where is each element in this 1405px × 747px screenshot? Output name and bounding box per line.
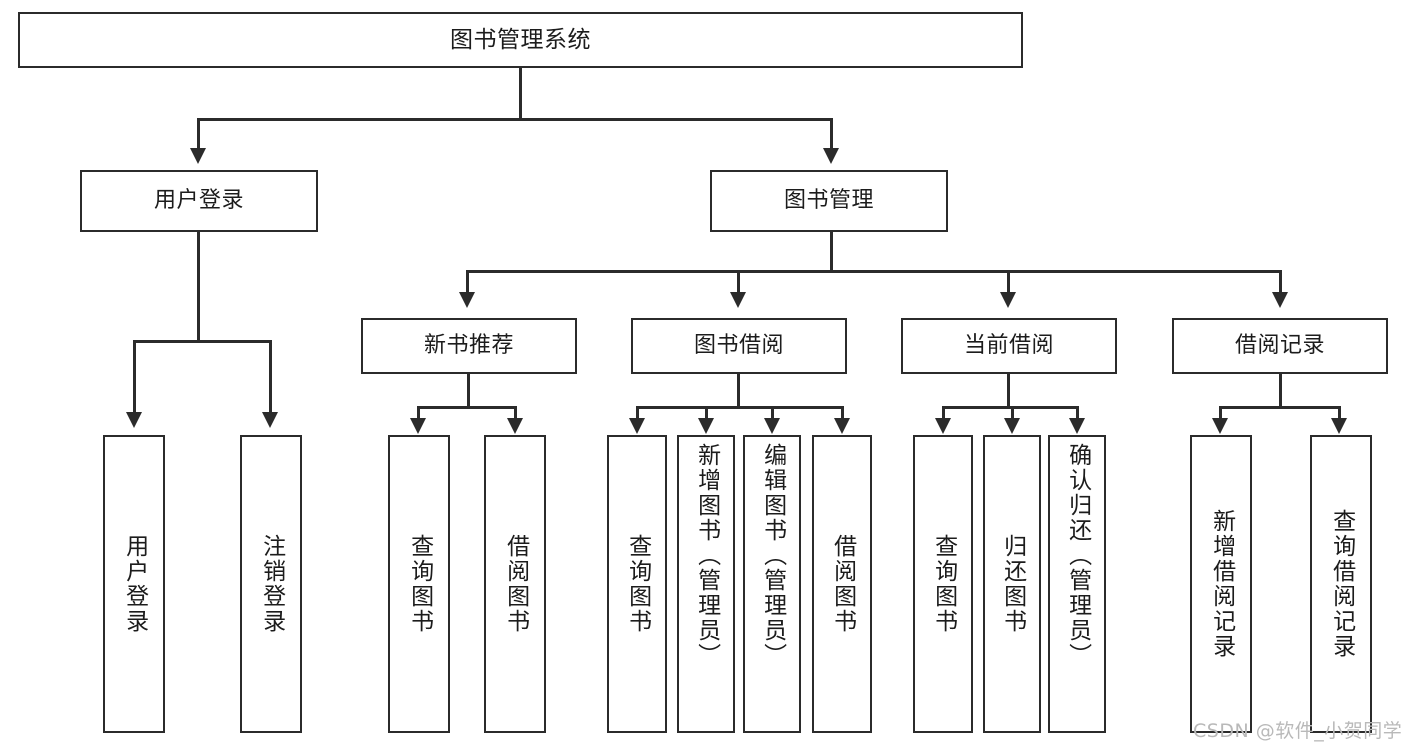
connector-bb-3 bbox=[771, 406, 774, 418]
leaf-borrow-query-book[interactable]: 查询图书 bbox=[607, 435, 667, 733]
connector-borrow-record-stem bbox=[1279, 374, 1282, 408]
leaf-record-add-record[interactable]: 新增借阅记录 bbox=[1190, 435, 1252, 733]
connector-cb-2 bbox=[1011, 406, 1014, 418]
connector-root-stem bbox=[519, 68, 522, 120]
node-label: 用户登录 bbox=[153, 188, 244, 214]
node-book-borrow[interactable]: 图书借阅 bbox=[631, 318, 847, 374]
node-label: 图书管理 bbox=[783, 188, 874, 214]
arrow-to-book-borrow bbox=[730, 292, 746, 308]
node-user-login[interactable]: 用户登录 bbox=[80, 170, 318, 232]
leaf-label: 查询借阅记录 bbox=[1328, 509, 1355, 659]
leaf-newbook-query-book[interactable]: 查询图书 bbox=[388, 435, 450, 733]
connector-current-borrow-bar bbox=[942, 406, 1078, 409]
connector-book-mgmt-stem bbox=[830, 232, 833, 272]
connector-cb-1 bbox=[942, 406, 945, 418]
node-borrow-record[interactable]: 借阅记录 bbox=[1172, 318, 1388, 374]
node-label: 当前借阅 bbox=[963, 333, 1054, 359]
node-new-book-recommend[interactable]: 新书推荐 bbox=[361, 318, 577, 374]
watermark-text: CSDN @软件_小贺同学 bbox=[1193, 720, 1403, 742]
node-label: 新书推荐 bbox=[423, 333, 514, 359]
connector-borrow-record-bar bbox=[1219, 406, 1341, 409]
connector-to-borrow-record bbox=[1279, 270, 1282, 292]
arrow-cb-return-book bbox=[1004, 418, 1020, 434]
connector-bb-1 bbox=[636, 406, 639, 418]
arrow-root-to-book-mgmt bbox=[823, 148, 839, 164]
arrow-bb-borrow-book bbox=[834, 418, 850, 434]
connector-root-to-user-login bbox=[197, 118, 200, 148]
arrow-to-logout-leaf bbox=[262, 412, 278, 428]
connector-book-borrow-bar bbox=[636, 406, 844, 409]
leaf-current-confirm-return[interactable]: 确认归还（管理员） bbox=[1048, 435, 1106, 733]
leaf-label: 注销登录 bbox=[258, 534, 285, 634]
leaf-label: 新增借阅记录 bbox=[1208, 509, 1235, 659]
arrow-bb-query-book bbox=[629, 418, 645, 434]
leaf-label: 借阅图书 bbox=[502, 534, 529, 634]
arrow-bb-add-book bbox=[698, 418, 714, 434]
node-label: 图书管理系统 bbox=[450, 26, 591, 53]
connector-root-bar bbox=[197, 118, 833, 121]
arrow-to-borrow-record bbox=[1272, 292, 1288, 308]
connector-user-login-bar bbox=[133, 340, 269, 343]
leaf-label: 新增图书（管理员） bbox=[693, 443, 720, 668]
node-current-borrow[interactable]: 当前借阅 bbox=[901, 318, 1117, 374]
leaf-label: 借阅图书 bbox=[829, 534, 856, 634]
leaf-newbook-borrow-book[interactable]: 借阅图书 bbox=[484, 435, 546, 733]
connector-user-login-stem bbox=[197, 232, 200, 342]
connector-new-book-stem bbox=[467, 374, 470, 408]
arrow-cb-query-book bbox=[935, 418, 951, 434]
leaf-current-return-book[interactable]: 归还图书 bbox=[983, 435, 1041, 733]
leaf-user-login[interactable]: 用户登录 bbox=[103, 435, 165, 733]
leaf-label: 查询图书 bbox=[406, 534, 433, 634]
arrow-to-user-login-leaf bbox=[126, 412, 142, 428]
connector-to-book-borrow bbox=[737, 270, 740, 292]
arrow-cb-confirm-return bbox=[1069, 418, 1085, 434]
connector-new-book-bar bbox=[417, 406, 517, 409]
connector-br-2 bbox=[1338, 406, 1341, 418]
connector-to-new-book bbox=[466, 270, 469, 292]
connector-user-login-right bbox=[269, 340, 272, 412]
leaf-borrow-borrow-book[interactable]: 借阅图书 bbox=[812, 435, 872, 733]
connector-cb-3 bbox=[1076, 406, 1079, 418]
leaf-borrow-add-book[interactable]: 新增图书（管理员） bbox=[677, 435, 735, 733]
leaf-record-query-record[interactable]: 查询借阅记录 bbox=[1310, 435, 1372, 733]
connector-book-borrow-stem bbox=[737, 374, 740, 408]
leaf-label: 查询图书 bbox=[930, 534, 957, 634]
connector-new-book-r bbox=[514, 406, 517, 418]
node-root-system[interactable]: 图书管理系统 bbox=[18, 12, 1023, 68]
leaf-label: 归还图书 bbox=[999, 534, 1026, 634]
leaf-borrow-edit-book[interactable]: 编辑图书（管理员） bbox=[743, 435, 801, 733]
arrow-new-book-query bbox=[410, 418, 426, 434]
node-label: 图书借阅 bbox=[693, 333, 784, 359]
connector-book-mgmt-bar bbox=[466, 270, 1282, 273]
arrow-to-current-borrow bbox=[1000, 292, 1016, 308]
connector-to-current-borrow bbox=[1007, 270, 1010, 292]
leaf-label: 用户登录 bbox=[121, 534, 148, 634]
connector-new-book-l bbox=[417, 406, 420, 418]
leaf-label: 编辑图书（管理员） bbox=[759, 443, 786, 668]
connector-current-borrow-stem bbox=[1007, 374, 1010, 408]
leaf-label: 确认归还（管理员） bbox=[1064, 443, 1091, 668]
arrow-br-query-record bbox=[1331, 418, 1347, 434]
arrow-new-book-borrow bbox=[507, 418, 523, 434]
arrow-br-add-record bbox=[1212, 418, 1228, 434]
connector-root-to-book-mgmt bbox=[830, 118, 833, 148]
node-label: 借阅记录 bbox=[1234, 333, 1325, 359]
node-book-management[interactable]: 图书管理 bbox=[710, 170, 948, 232]
connector-user-login-left bbox=[133, 340, 136, 412]
arrow-to-new-book bbox=[459, 292, 475, 308]
connector-bb-2 bbox=[705, 406, 708, 418]
arrow-bb-edit-book bbox=[764, 418, 780, 434]
connector-br-1 bbox=[1219, 406, 1222, 418]
connector-bb-4 bbox=[841, 406, 844, 418]
arrow-root-to-user-login bbox=[190, 148, 206, 164]
leaf-logout[interactable]: 注销登录 bbox=[240, 435, 302, 733]
leaf-current-query-book[interactable]: 查询图书 bbox=[913, 435, 973, 733]
leaf-label: 查询图书 bbox=[624, 534, 651, 634]
